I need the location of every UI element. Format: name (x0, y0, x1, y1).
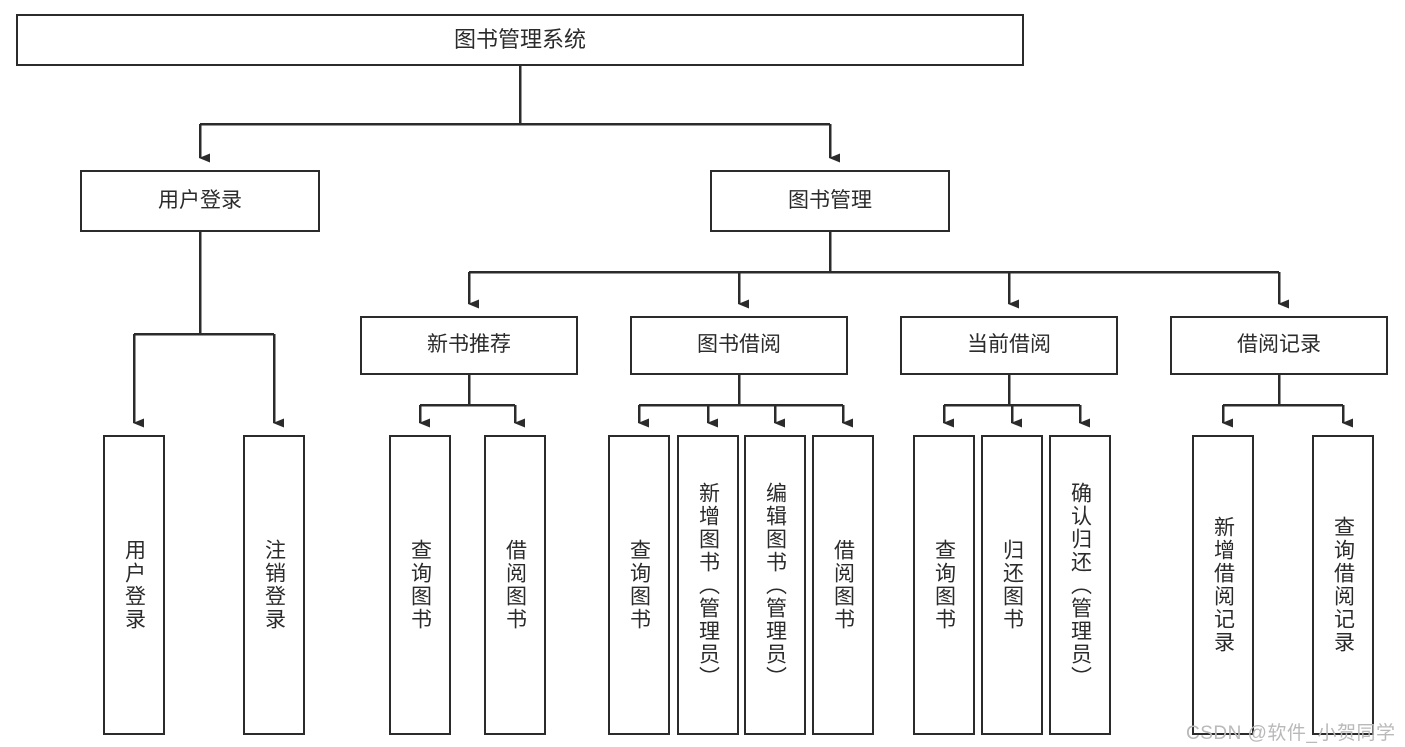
node-label: 新增图书（管理员） (696, 481, 720, 689)
node-leaf-query-book-3[interactable]: 查询图书 (913, 435, 975, 735)
node-label: 新书推荐 (427, 333, 511, 357)
node-label: 查询图书 (408, 539, 432, 631)
node-leaf-user-login[interactable]: 用户登录 (103, 435, 165, 735)
node-label: 图书借阅 (697, 333, 781, 357)
node-label: 查询图书 (932, 539, 956, 631)
node-leaf-return-book[interactable]: 归还图书 (981, 435, 1043, 735)
node-label: 查询图书 (627, 539, 651, 631)
node-label: 用户登录 (158, 188, 242, 212)
node-label: 注销登录 (262, 539, 286, 631)
node-label: 借阅记录 (1237, 333, 1321, 357)
node-label: 确认归还（管理员） (1068, 481, 1092, 689)
node-label: 用户登录 (122, 539, 146, 631)
node-label: 借阅图书 (831, 539, 855, 631)
node-label: 借阅图书 (503, 539, 527, 631)
node-leaf-borrow-book-2[interactable]: 借阅图书 (812, 435, 874, 735)
node-label: 编辑图书（管理员） (763, 481, 787, 689)
node-leaf-confirm-return[interactable]: 确认归还（管理员） (1049, 435, 1111, 735)
node-leaf-query-record[interactable]: 查询借阅记录 (1312, 435, 1374, 735)
edge-paths (132, 66, 1353, 428)
node-label: 图书管理 (788, 188, 872, 212)
node-borrow-record[interactable]: 借阅记录 (1170, 316, 1388, 375)
node-label: 新增借阅记录 (1211, 516, 1235, 654)
node-root[interactable]: 图书管理系统 (16, 14, 1024, 66)
node-book-manage[interactable]: 图书管理 (710, 170, 950, 232)
node-leaf-query-book-1[interactable]: 查询图书 (389, 435, 451, 735)
node-label: 查询借阅记录 (1331, 516, 1355, 654)
node-new-book-rec[interactable]: 新书推荐 (360, 316, 578, 375)
node-label: 图书管理系统 (453, 27, 586, 53)
node-leaf-query-book-2[interactable]: 查询图书 (608, 435, 670, 735)
node-label: 归还图书 (1000, 539, 1024, 631)
node-book-borrow[interactable]: 图书借阅 (630, 316, 848, 375)
node-leaf-add-record[interactable]: 新增借阅记录 (1192, 435, 1254, 735)
node-leaf-borrow-book-1[interactable]: 借阅图书 (484, 435, 546, 735)
node-leaf-logout[interactable]: 注销登录 (243, 435, 305, 735)
node-leaf-edit-book[interactable]: 编辑图书（管理员） (744, 435, 806, 735)
node-leaf-add-book[interactable]: 新增图书（管理员） (677, 435, 739, 735)
node-current-borrow[interactable]: 当前借阅 (900, 316, 1118, 375)
node-label: 当前借阅 (967, 333, 1051, 357)
node-user-login[interactable]: 用户登录 (80, 170, 320, 232)
